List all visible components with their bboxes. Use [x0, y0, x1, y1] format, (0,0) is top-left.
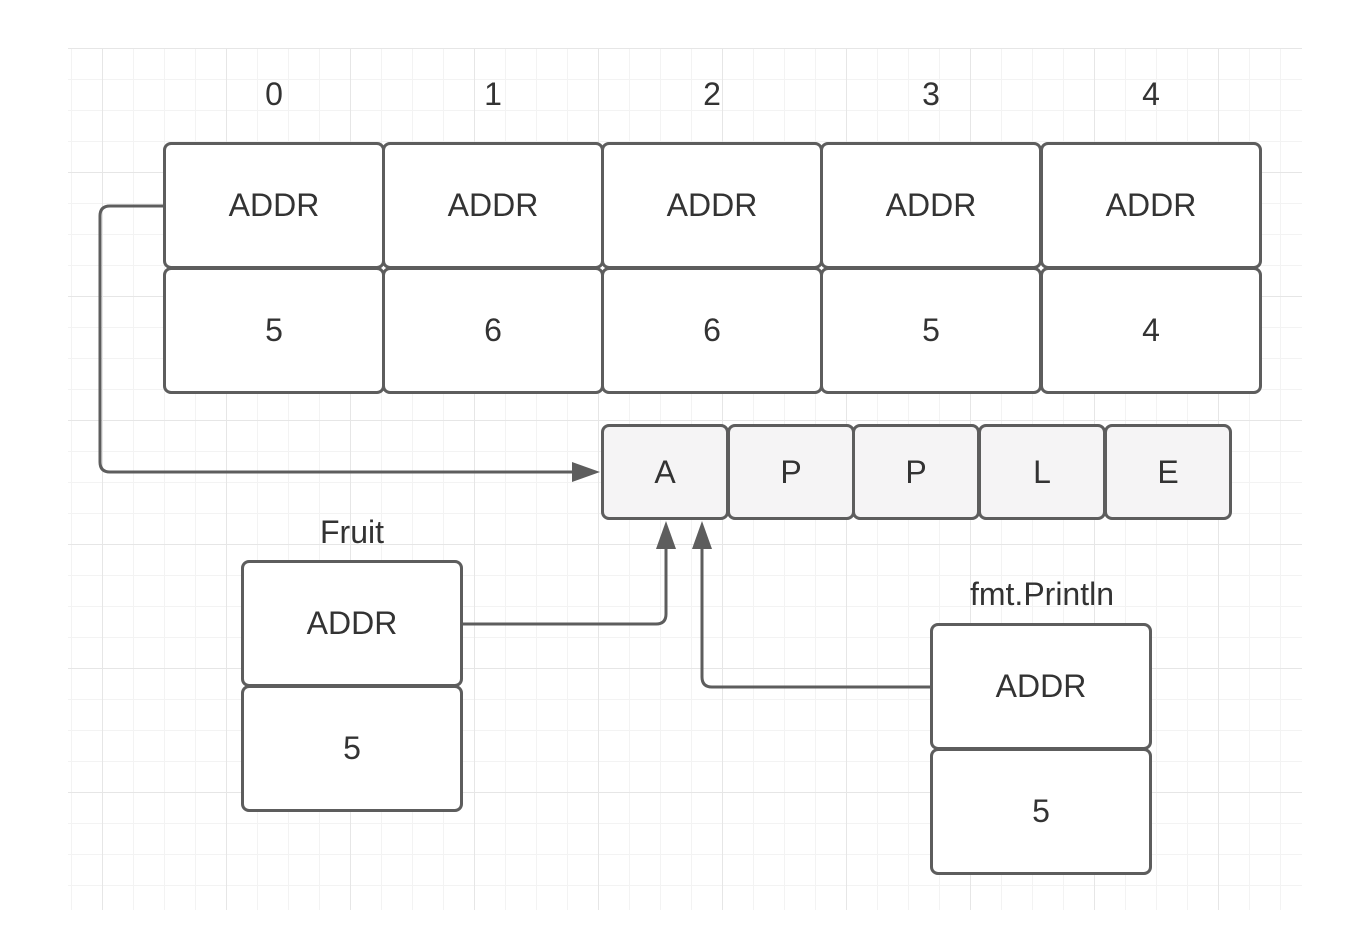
println-len-cell: 5 [930, 748, 1152, 875]
slice-1-ptr-cell: ADDR [382, 142, 604, 269]
fruit-to-bytes-connector [463, 546, 668, 626]
arrowhead-println-icon [692, 521, 712, 549]
slice-index-1: 1 [484, 76, 502, 112]
arrowhead-fruit-icon [656, 521, 676, 549]
println-to-bytes-connector [700, 546, 930, 689]
slice-0-to-bytes-connector [98, 204, 578, 474]
fruit-label: Fruit [320, 514, 384, 550]
slice-4-ptr-cell: ADDR [1040, 142, 1262, 269]
println-ptr-cell: ADDR [930, 623, 1152, 750]
byte-cell-3: L [978, 424, 1106, 520]
fruit-ptr-cell: ADDR [241, 560, 463, 687]
slice-2-ptr-cell: ADDR [601, 142, 823, 269]
slice-0-len-cell: 5 [163, 267, 385, 394]
slice-index-3: 3 [922, 76, 940, 112]
println-label: fmt.Println [969, 576, 1115, 612]
arrowhead-slice-icon [572, 462, 600, 482]
slice-4-len-cell: 4 [1040, 267, 1262, 394]
byte-cell-4: E [1104, 424, 1232, 520]
slice-index-0: 0 [265, 76, 283, 112]
slice-1-len-cell: 6 [382, 267, 604, 394]
slice-index-2: 2 [703, 76, 721, 112]
fruit-len-cell: 5 [241, 685, 463, 812]
byte-cell-0: A [601, 424, 729, 520]
slice-3-ptr-cell: ADDR [820, 142, 1042, 269]
slice-2-len-cell: 6 [601, 267, 823, 394]
byte-cell-2: P [852, 424, 980, 520]
slice-index-4: 4 [1142, 76, 1160, 112]
